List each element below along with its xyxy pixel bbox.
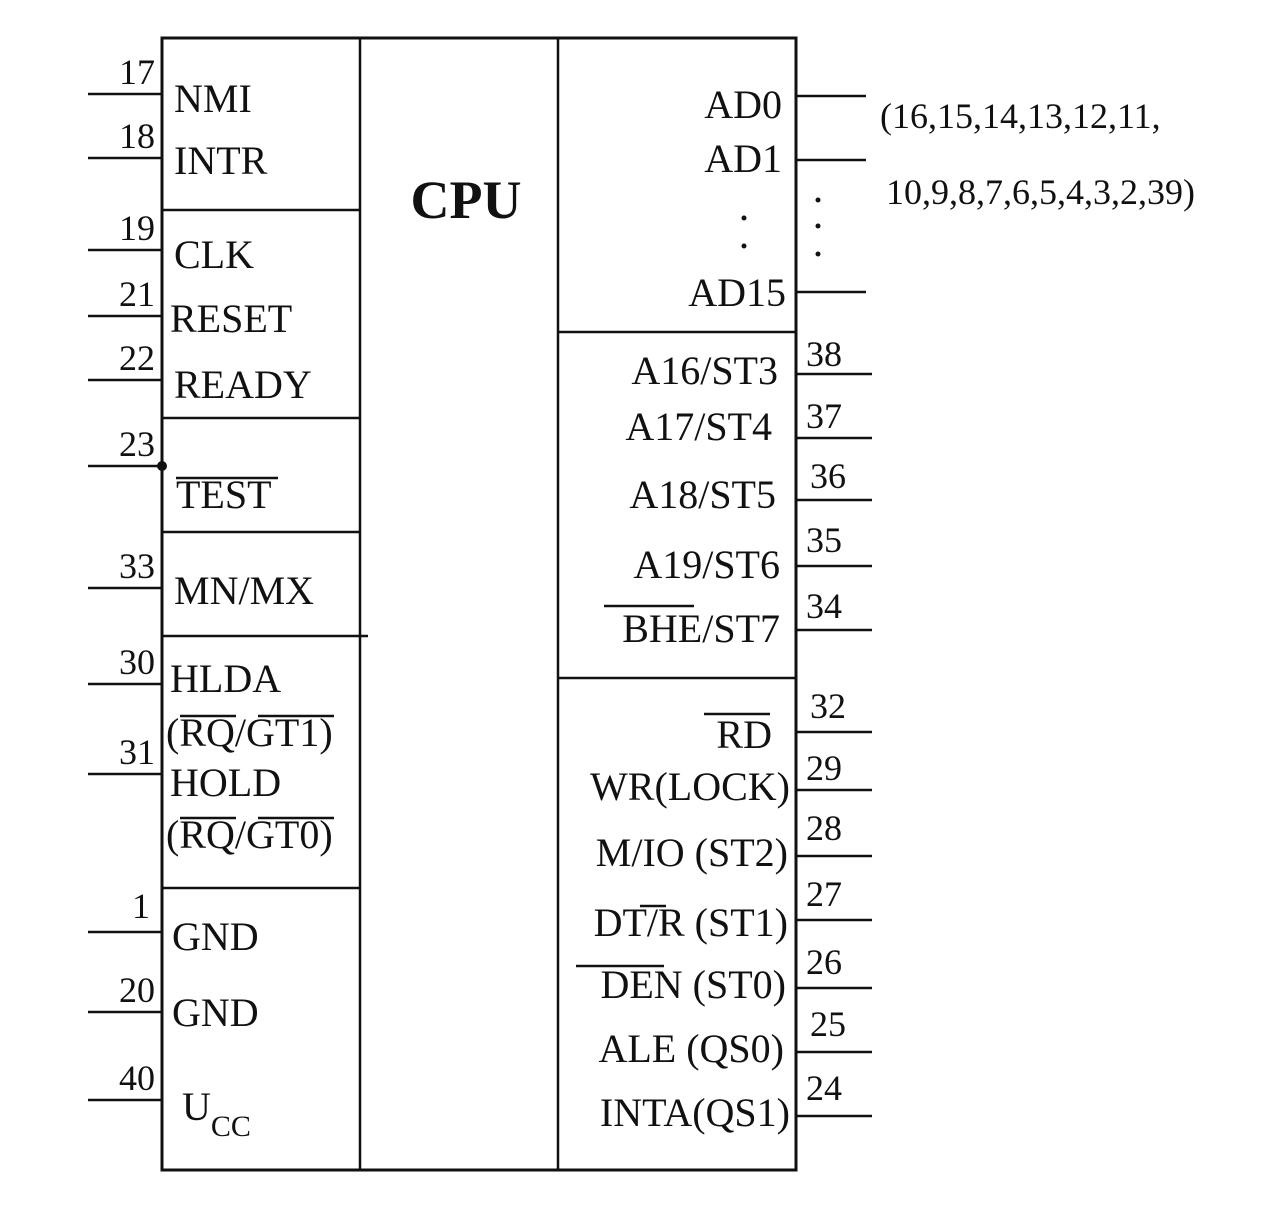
pin-number-a16: 38	[806, 334, 842, 374]
ellipsis-dots-inner	[741, 215, 747, 249]
pin-label-rd: RD	[716, 712, 772, 757]
pin-label-inta: INTA(QS1)	[600, 1090, 790, 1135]
pin-label-a16: A16/ST3	[631, 348, 778, 393]
pin-number-rd: 32	[810, 686, 846, 726]
pin-number-bhe: 34	[806, 586, 842, 626]
pin-label-hold: HOLD	[170, 760, 281, 805]
pin-label-gnd-1: GND	[172, 914, 259, 959]
pin-label-ad15: AD15	[688, 270, 786, 315]
pin-label-mnmx: MN/MX	[174, 568, 314, 613]
pin-number-inta: 24	[806, 1068, 842, 1108]
chip-outline	[160, 36, 798, 1172]
pin-number-ready: 22	[119, 338, 155, 378]
pin-number-a17: 37	[806, 396, 842, 436]
pin-label-ale: ALE (QS0)	[598, 1026, 784, 1071]
pin-label-ucc: UCC	[182, 1084, 251, 1143]
pin-label-reset: RESET	[170, 296, 292, 341]
pin-label-dtr: DT/R (ST1)	[594, 900, 788, 945]
pin-number-ale: 25	[810, 1004, 846, 1044]
pin-label-ad1: AD1	[704, 136, 782, 181]
pin-label-hlda: HLDA	[170, 656, 281, 701]
pin-label-nmi: NMI	[174, 76, 252, 121]
pin-label-ad0: AD0	[704, 82, 782, 127]
pin-label-ready: READY	[174, 362, 312, 407]
pin-number-gnd-20: 20	[119, 970, 155, 1010]
active-low-dot-test	[157, 461, 167, 471]
chip-title: CPU	[411, 170, 522, 230]
pin-label-rq-gt0: (RQ/GT0)	[166, 812, 333, 857]
pin-number-test: 23	[119, 424, 155, 464]
pin-label-a17: A17/ST4	[625, 404, 772, 449]
pin-label-test: TEST	[176, 472, 272, 517]
pin-label-ucc-main: U	[182, 1084, 211, 1129]
pin-number-dtr: 27	[806, 874, 842, 914]
pin-number-wr: 29	[806, 748, 842, 788]
pin-number-a19: 35	[806, 520, 842, 560]
pin-label-ucc-sub: CC	[211, 1110, 251, 1143]
pin-number-hlda: 30	[119, 642, 155, 682]
pin-number-mio: 28	[806, 808, 842, 848]
ad-pin-list-line-2: 10,9,8,7,6,5,4,3,2,39)	[886, 172, 1195, 212]
pin-number-ucc: 40	[119, 1058, 155, 1098]
pin-label-clk: CLK	[174, 232, 254, 277]
pin-number-a18: 36	[810, 456, 846, 496]
pin-number-intr: 18	[119, 116, 155, 156]
ad-pin-list-line-1: (16,15,14,13,12,11,	[880, 96, 1161, 136]
pin-number-mnmx: 33	[119, 546, 155, 586]
pin-label-mio: M/IO (ST2)	[596, 830, 788, 875]
pin-label-a18: A18/ST5	[629, 472, 776, 517]
pin-label-intr: INTR	[174, 138, 268, 183]
pin-number-den: 26	[806, 942, 842, 982]
pin-number-reset: 21	[119, 274, 155, 314]
pin-label-rq-gt1: (RQ/GT1)	[166, 710, 333, 755]
pin-number-hold: 31	[119, 732, 155, 772]
pin-number-clk: 19	[119, 208, 155, 248]
ellipsis-dots-outer	[815, 197, 821, 257]
pin-number-nmi: 17	[119, 52, 155, 92]
pin-label-a19: A19/ST6	[633, 542, 780, 587]
pin-label-wr: WR(LOCK)	[590, 764, 790, 809]
pin-label-gnd-20: GND	[172, 990, 259, 1035]
pin-label-den: DEN (ST0)	[600, 962, 786, 1007]
pin-label-bhe: BHE/ST7	[622, 606, 780, 651]
pin-number-gnd-1: 1	[132, 886, 150, 926]
